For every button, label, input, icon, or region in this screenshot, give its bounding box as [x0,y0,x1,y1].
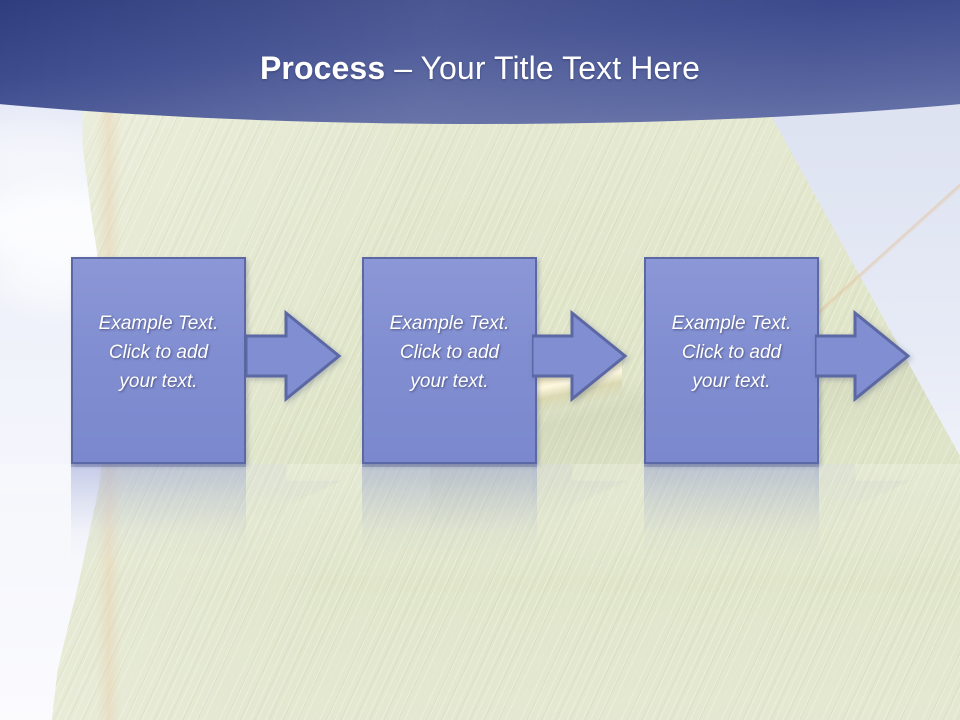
process-step-box-1[interactable]: Example Text. Click to add your text. [71,257,246,464]
right-arrow-icon-3[interactable] [815,310,911,402]
right-arrow-icon-1[interactable] [246,310,342,402]
process-step-text-2: Example Text. Click to add your text. [389,313,510,392]
process-step-box-3[interactable]: Example Text. Click to add your text. [644,257,819,464]
title-banner-sheen [0,0,960,124]
reflection-floor [0,464,960,584]
page-title-bold: Process [259,50,386,86]
page-title-rest: – Your Title Text Here [385,50,701,86]
process-step-box-2[interactable]: Example Text. Click to add your text. [362,257,537,464]
right-arrow-icon-2[interactable] [532,310,628,402]
step-reflection [362,464,537,560]
step-reflection [71,464,246,560]
page-title: Process – Your Title Text Here [0,48,960,88]
step-reflection [644,464,819,560]
title-banner [0,0,960,124]
process-diagram: Example Text. Click to add your text. Ex… [0,257,960,467]
process-step-text-1: Example Text. Click to add your text. [98,313,219,392]
process-step-text-3: Example Text. Click to add your text. [671,313,792,392]
